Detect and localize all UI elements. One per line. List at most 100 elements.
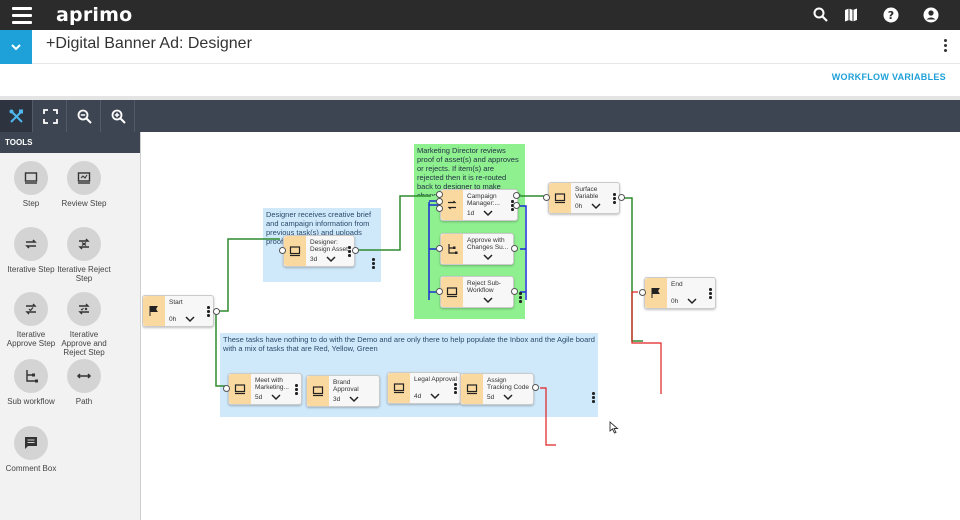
port[interactable]	[436, 288, 443, 295]
tool-iterative-approve-step[interactable]: Iterative Approve Step	[1, 292, 61, 348]
app-logo: aprimo	[56, 4, 133, 26]
port[interactable]	[279, 247, 286, 254]
node-legal-approval[interactable]: Legal Approval 4d	[387, 372, 461, 404]
designer-toolbar	[0, 100, 960, 132]
tool-iterative-reject-step[interactable]: Iterative Reject Step	[54, 227, 114, 283]
step-icon	[466, 384, 478, 395]
port[interactable]	[436, 198, 443, 205]
node-assign-tracking-code[interactable]: Assign Tracking Code 5d	[460, 373, 534, 405]
chevron-down-icon[interactable]	[483, 209, 493, 217]
tool-step[interactable]: Step	[1, 161, 61, 208]
step-icon	[24, 172, 38, 184]
fit-screen-button[interactable]	[34, 100, 67, 132]
step-icon	[312, 386, 324, 397]
node-brand-approval[interactable]: Brand Approval 3d	[306, 375, 380, 407]
chevron-down-icon[interactable]	[185, 315, 195, 323]
mouse-cursor-icon	[609, 421, 619, 434]
chevron-down-icon	[11, 44, 21, 51]
help-icon[interactable]: ?	[882, 6, 900, 24]
chevron-down-icon[interactable]	[483, 253, 493, 261]
tool-iterative-approve-reject-step[interactable]: Iterative Approve and Reject Step	[54, 292, 114, 358]
step-icon	[234, 384, 246, 395]
port[interactable]	[436, 245, 443, 252]
map-icon[interactable]	[842, 6, 860, 24]
node-campaign-manager[interactable]: Campaign Manager:... 1d	[440, 189, 518, 221]
comment-options-icon[interactable]	[372, 258, 375, 270]
tools-toggle-button[interactable]	[0, 100, 33, 132]
fullscreen-icon	[43, 109, 58, 124]
tools-header: TOOLS	[0, 132, 140, 153]
comment-options-icon[interactable]	[519, 292, 522, 304]
iterative-approve-reject-step-icon	[78, 303, 90, 315]
search-icon[interactable]	[812, 6, 830, 24]
tool-iterative-step[interactable]: Iterative Step	[1, 227, 61, 274]
sub-workflow-icon	[448, 244, 458, 254]
comment-box-icon	[25, 437, 37, 449]
port[interactable]	[436, 205, 443, 212]
port[interactable]	[352, 247, 359, 254]
zoom-in-icon	[111, 109, 126, 124]
chevron-down-icon[interactable]	[349, 395, 359, 403]
iterative-reject-step-icon	[78, 238, 90, 250]
page-title: +Digital Banner Ad: Designer	[46, 35, 252, 52]
path-icon	[76, 373, 92, 379]
chevron-down-icon[interactable]	[483, 296, 493, 304]
step-icon	[554, 193, 566, 204]
node-reject-sub-workflow[interactable]: Reject Sub-Workflow	[440, 276, 514, 308]
iterative-step-icon	[25, 239, 37, 249]
node-designer[interactable]: Designer: Design Asset... 3d	[283, 235, 355, 267]
node-end[interactable]: End 0h	[644, 277, 716, 309]
port[interactable]	[532, 384, 539, 391]
review-step-icon	[77, 172, 91, 184]
zoom-out-icon	[77, 109, 92, 124]
svg-text:?: ?	[888, 9, 894, 22]
port[interactable]	[436, 191, 443, 198]
step-icon	[393, 383, 405, 394]
tool-review-step[interactable]: Review Step	[54, 161, 114, 208]
chevron-down-icon[interactable]	[687, 297, 697, 305]
step-icon	[446, 287, 458, 298]
port[interactable]	[511, 288, 518, 295]
tool-path[interactable]: Path	[54, 359, 114, 406]
iterative-approve-reject-step-icon	[447, 200, 457, 210]
chevron-down-icon[interactable]	[591, 202, 601, 210]
node-start[interactable]: Start 0h	[142, 295, 214, 327]
node-meet-with-marketing[interactable]: Meet with Marketing... 5d	[228, 373, 302, 405]
tool-comment-box[interactable]: Comment Box	[1, 426, 61, 473]
chevron-down-icon[interactable]	[430, 392, 440, 400]
chevron-down-icon[interactable]	[326, 255, 336, 263]
zoom-in-button[interactable]	[102, 100, 135, 132]
node-approve-with-changes[interactable]: Approve with Changes Su...	[440, 233, 514, 265]
top-bar: aprimo ?	[0, 0, 960, 30]
sub-workflow-icon	[26, 370, 38, 383]
zoom-out-button[interactable]	[68, 100, 101, 132]
workflow-canvas[interactable]: Designer receives creative brief and cam…	[142, 132, 960, 520]
title-bar: +Digital Banner Ad: Designer	[0, 30, 960, 64]
iterative-approve-step-icon	[25, 303, 37, 315]
port[interactable]	[223, 385, 230, 392]
menu-icon[interactable]	[12, 7, 32, 24]
divider	[0, 96, 960, 100]
port[interactable]	[639, 289, 646, 296]
connection-lines	[215, 195, 662, 446]
port[interactable]	[513, 192, 520, 199]
step-icon	[289, 246, 301, 257]
tools-panel: TOOLS Step Review Step Iterative Step It…	[0, 132, 141, 520]
more-options-icon[interactable]	[944, 39, 948, 55]
chevron-down-icon[interactable]	[503, 393, 513, 401]
port[interactable]	[213, 308, 220, 315]
port[interactable]	[511, 245, 518, 252]
chevron-down-icon[interactable]	[271, 393, 281, 401]
tools-icon	[9, 109, 23, 123]
workflow-variables-link[interactable]: WORKFLOW VARIABLES	[831, 72, 946, 82]
account-icon[interactable]	[922, 6, 940, 24]
node-surface-variable[interactable]: Surface Variable 0h	[548, 182, 620, 214]
flag-icon	[651, 288, 660, 298]
comment-options-icon[interactable]	[592, 392, 595, 404]
port[interactable]	[618, 194, 625, 201]
collapse-button[interactable]	[0, 30, 32, 64]
tool-sub-workflow[interactable]: Sub workflow	[1, 359, 61, 406]
port[interactable]	[513, 202, 520, 209]
port[interactable]	[543, 194, 550, 201]
flag-icon	[149, 306, 158, 316]
